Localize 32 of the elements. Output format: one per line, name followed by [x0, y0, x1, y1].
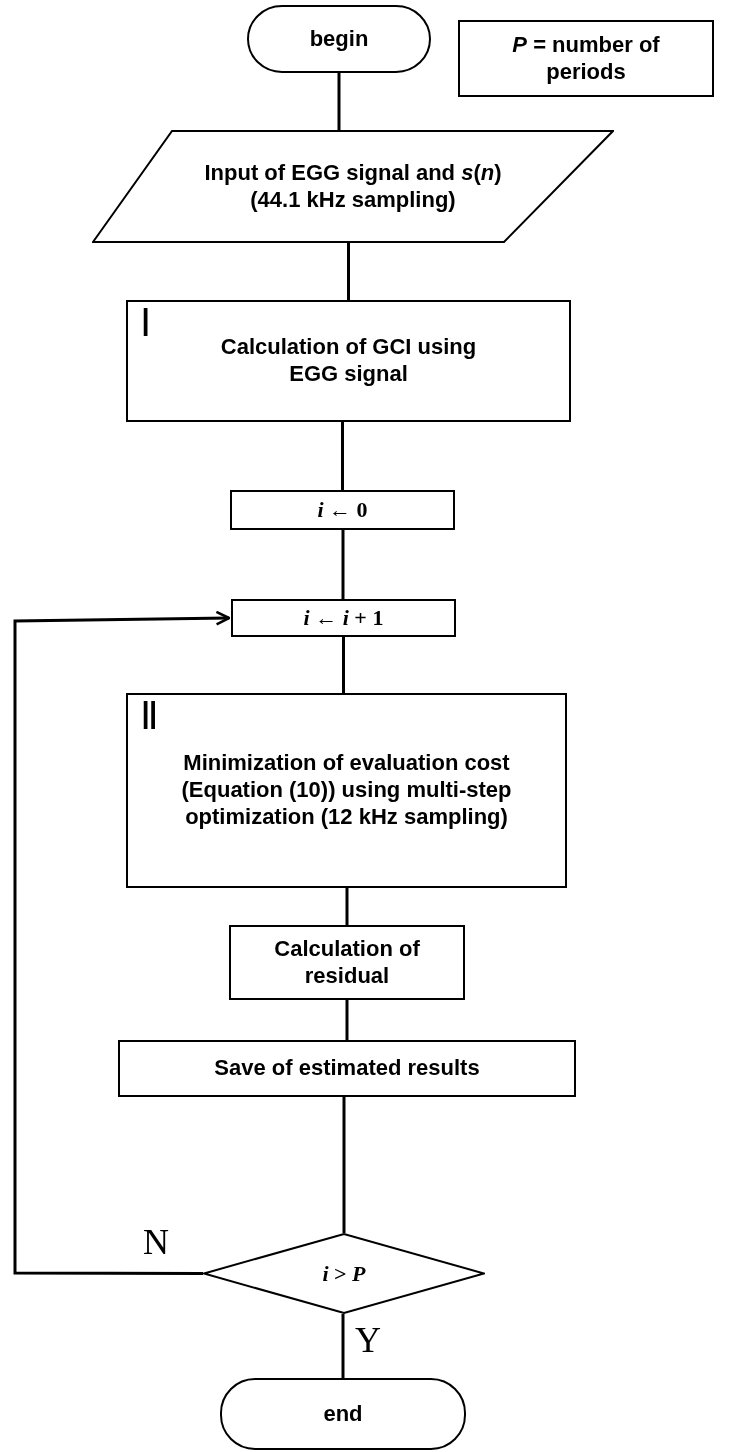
connector-line [342, 637, 345, 693]
node-text: Input of EGG signal and s(n) (44.1 kHz sampling) [203, 159, 503, 214]
node-text: begin [309, 25, 369, 53]
process-box [229, 925, 465, 1000]
note-box [458, 20, 714, 97]
roman-numeral: Ⅰ [140, 304, 151, 342]
roman-numeral: Ⅱ [140, 697, 159, 735]
connector-line [342, 1097, 346, 1233]
math-expression: i ← 0 [317, 496, 368, 524]
node-text: end [323, 1400, 363, 1428]
math-expression: i ← i + 1 [303, 604, 384, 632]
connector-line [345, 888, 349, 925]
process-box [126, 693, 567, 888]
node-text: Minimization of evaluation cost (Equation (10)) using multi-step optimization (12 kHz sampling) [180, 750, 513, 831]
node-text: Calculation of GCI using EGG signal [219, 334, 478, 388]
connector-line [337, 73, 341, 130]
process-box [230, 490, 455, 530]
process-box [231, 599, 456, 637]
input-parallelogram [92, 130, 614, 243]
connector-line [345, 1000, 349, 1040]
connector-line [341, 530, 345, 599]
decision-diamond [203, 1233, 485, 1314]
node-text: Save of estimated results [214, 1055, 480, 1082]
arrow [13, 610, 231, 1275]
process-box [118, 1040, 576, 1097]
connector-line [347, 243, 350, 300]
process-box [126, 300, 571, 422]
connector-line [341, 422, 344, 490]
node-text: P = number of periods [511, 31, 661, 86]
math-expression: i > P [322, 1259, 366, 1288]
node-text: Calculation of residual [273, 935, 421, 990]
connector-line [341, 1314, 345, 1378]
